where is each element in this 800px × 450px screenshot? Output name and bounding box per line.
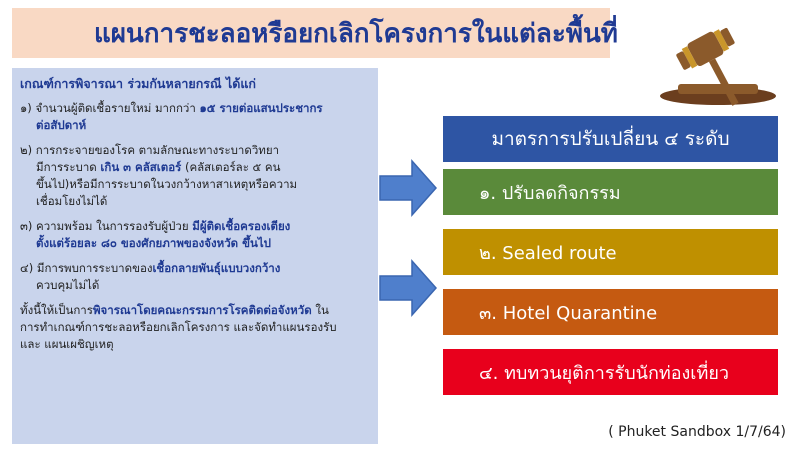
item-highlight: เกิน ๓ คลัสเตอร์	[100, 160, 182, 174]
level-item-4: ๔. ทบทวนยุติการรับนักท่องเที่ยว	[443, 349, 778, 395]
item-highlight: ต่อสัปดาห์	[36, 118, 87, 132]
criteria-item-2: ๒) การกระจายของโรค ตามลักษณะทางระบาดวิทย…	[20, 142, 370, 210]
item-number: ๑)	[20, 101, 32, 115]
item-text: เชื่อมโยงไม่ได้	[36, 194, 108, 208]
right-arrow-icon	[379, 259, 438, 317]
title-banner: แผนการชะลอหรือยกเลิกโครงการในแต่ละพื้นที…	[12, 8, 618, 58]
criteria-panel: เกณฑ์การพิจารณา ร่วมกันหลายกรณี ได้แก่ ๑…	[12, 68, 378, 444]
level-item-1: ๑. ปรับลดกิจกรรม	[443, 169, 778, 215]
level-label: ๔. ทบทวนยุติการรับนักท่องเที่ยว	[479, 362, 729, 384]
gavel-icon	[660, 28, 776, 106]
note-text: ใน	[311, 303, 329, 317]
level-label: ๓. Hotel Quarantine	[479, 302, 658, 324]
item-number: ๓)	[20, 219, 33, 233]
right-arrow-icon	[379, 159, 438, 217]
note-text: การทำเกณฑ์การชะลอหรือยกเลิกโครงการ และจั…	[20, 320, 337, 334]
source-caption: ( Phuket Sandbox 1/7/64)	[608, 424, 786, 440]
item-text: จำนวนผู้ติดเชื้อรายใหม่ มากกว่า	[35, 101, 200, 115]
item-text: มีการพบการระบาดของ	[36, 261, 153, 275]
criteria-item-4: ๔) มีการพบการระบาดของเชื้อกลายพันธุ์แบบว…	[20, 260, 370, 294]
item-text: ความพร้อม ในการรองรับผู้ป่วย	[36, 219, 193, 233]
criteria-heading: เกณฑ์การพิจารณา ร่วมกันหลายกรณี ได้แก่	[20, 76, 256, 91]
criteria-item-3: ๓) ความพร้อม ในการรองรับผู้ป่วย มีผู้ติด…	[20, 218, 370, 252]
levels-heading-box: มาตรการปรับเปลี่ยน ๔ ระดับ	[443, 116, 778, 162]
item-text: มีการระบาด	[36, 160, 101, 174]
item-text: ขึ้นไป)หรือมีการระบาดในวงกว้างหาสาเหตุหร…	[36, 177, 298, 191]
level-label: ๒. Sealed route	[479, 242, 617, 264]
page-title: แผนการชะลอหรือยกเลิกโครงการในแต่ละพื้นที…	[94, 18, 618, 49]
item-number: ๔)	[20, 261, 34, 275]
levels-heading: มาตรการปรับเปลี่ยน ๔ ระดับ	[491, 128, 730, 150]
note-text: ทั้งนี้ให้เป็นการ	[20, 303, 93, 317]
item-text: ควบคุมไม่ได้	[36, 278, 100, 292]
criteria-item-1: ๑) จำนวนผู้ติดเชื้อรายใหม่ มากกว่า ๑๕ รา…	[20, 100, 370, 134]
item-highlight: เชื้อกลายพันธุ์แบบวงกว้าง	[152, 261, 281, 275]
item-number: ๒)	[20, 143, 33, 157]
item-highlight: ตั้งแต่ร้อยละ ๘๐ ของศักยภาพของจังหวัด ขึ…	[36, 236, 271, 250]
level-item-3: ๓. Hotel Quarantine	[443, 289, 778, 335]
item-text: การกระจายของโรค ตามลักษณะทางระบาดวิทยา	[35, 143, 280, 157]
note-highlight: พิจารณาโดยคณะกรรมการโรคติดต่อจังหวัด	[92, 303, 312, 317]
note-text: และ แผนเผชิญเหตุ	[20, 337, 114, 351]
criteria-footer-note: ทั้งนี้ให้เป็นการพิจารณาโดยคณะกรรมการโรค…	[20, 302, 370, 353]
item-highlight: ๑๕ รายต่อแสนประชากร	[199, 101, 323, 115]
item-text: (คลัสเตอร์ละ ๕ คน	[181, 160, 281, 174]
level-label: ๑. ปรับลดกิจกรรม	[479, 182, 621, 204]
level-item-2: ๒. Sealed route	[443, 229, 778, 275]
item-highlight: มีผู้ติดเชื้อครองเตียง	[192, 219, 291, 233]
